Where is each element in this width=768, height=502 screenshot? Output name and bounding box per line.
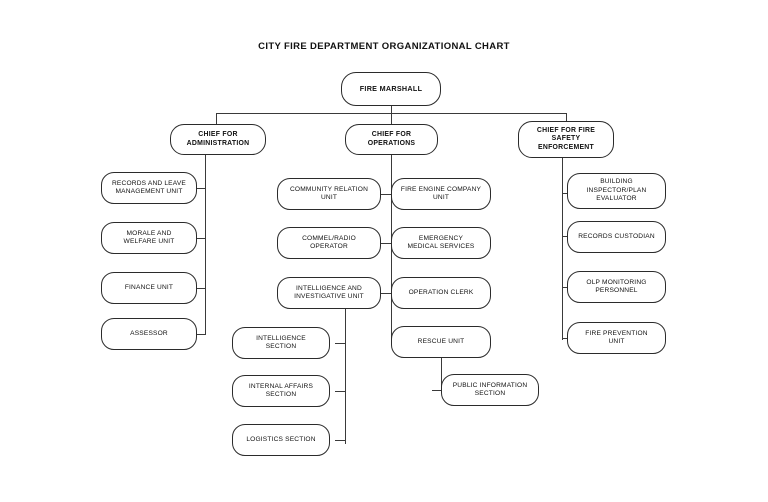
page-title: CITY FIRE DEPARTMENT ORGANIZATIONAL CHAR… [258, 41, 510, 52]
node-label: EMERGENCY MEDICAL SERVICES [407, 234, 475, 250]
connector-firesafety-spine [562, 158, 563, 340]
connector-admin-spine [205, 153, 206, 335]
node-records-custodian[interactable]: RECORDS CUSTODIAN [567, 221, 666, 253]
node-olp-monitoring-personnel[interactable]: OLP MONITORING PERSONNEL [567, 271, 666, 303]
connector-admin-stub-2 [196, 238, 206, 239]
node-label: PUBLIC INFORMATION SECTION [452, 381, 528, 397]
node-label: MORALE AND WELFARE UNIT [123, 229, 175, 245]
node-label: INTELLIGENCE SECTION [256, 334, 306, 350]
node-label: CHIEF FOR ADMINISTRATION [186, 131, 250, 147]
connector-rescue-stub [432, 390, 442, 391]
connector-intelligence-spine [345, 309, 346, 444]
node-chief-operations[interactable]: CHIEF FOR OPERATIONS [345, 124, 438, 155]
node-building-inspector-plan-evaluator[interactable]: BUILDING INSPECTOR/PLAN EVALUATOR [567, 173, 666, 209]
connector-intelligence-stub-3 [335, 440, 346, 441]
node-label: FIRE MARSHALL [359, 83, 423, 93]
connector-admin-stub-1 [196, 188, 206, 189]
node-label: RESCUE UNIT [417, 337, 465, 345]
connector-rescue-spine [441, 358, 442, 390]
connector-intelligence-stub-2 [335, 391, 346, 392]
node-chief-fire-safety-enforcement[interactable]: CHIEF FOR FIRE SAFETY ENFORCEMENT [518, 121, 614, 158]
node-label: INTELLIGENCE AND INVESTIGATIVE UNIT [294, 284, 364, 300]
node-logistics-section[interactable]: LOGISTICS SECTION [232, 424, 330, 456]
node-community-relation-unit[interactable]: COMMUNITY RELATION UNIT [277, 178, 381, 210]
node-label: BUILDING INSPECTOR/PLAN EVALUATOR [586, 178, 647, 203]
node-intelligence-and-investigative-unit[interactable]: INTELLIGENCE AND INVESTIGATIVE UNIT [277, 277, 381, 309]
node-label: FINANCE UNIT [124, 283, 174, 291]
node-label: INTERNAL AFFAIRS SECTION [248, 382, 314, 398]
node-fire-marshall[interactable]: FIRE MARSHALL [341, 72, 441, 106]
node-label: CHIEF FOR OPERATIONS [367, 131, 416, 147]
node-operation-clerk[interactable]: OPERATION CLERK [391, 277, 491, 309]
node-label: CHIEF FOR FIRE SAFETY ENFORCEMENT [536, 127, 596, 151]
node-finance-unit[interactable]: FINANCE UNIT [101, 272, 197, 304]
node-intelligence-section[interactable]: INTELLIGENCE SECTION [232, 327, 330, 359]
node-label: OLP MONITORING PERSONNEL [586, 278, 647, 294]
connector-bus-to-chief-admin [216, 113, 217, 126]
node-fire-engine-company-unit[interactable]: FIRE ENGINE COMPANY UNIT [391, 178, 491, 210]
node-morale-and-welfare-unit[interactable]: MORALE AND WELFARE UNIT [101, 222, 197, 254]
connector-admin-stub-3 [196, 288, 206, 289]
node-records-and-leave-management-unit[interactable]: RECORDS AND LEAVE MANAGEMENT UNIT [101, 172, 197, 204]
node-label: COMMUNITY RELATION UNIT [289, 185, 369, 201]
node-rescue-unit[interactable]: RESCUE UNIT [391, 326, 491, 358]
node-public-information-section[interactable]: PUBLIC INFORMATION SECTION [441, 374, 539, 406]
connector-bus-to-chief-fire-safety [566, 113, 567, 126]
connector-intelligence-stub-1 [335, 343, 346, 344]
node-label: RECORDS AND LEAVE MANAGEMENT UNIT [111, 179, 187, 195]
node-fire-prevention-unit[interactable]: FIRE PREVENTION UNIT [567, 322, 666, 354]
node-chief-administration[interactable]: CHIEF FOR ADMINISTRATION [170, 124, 266, 155]
connector-admin-stub-4 [196, 334, 206, 335]
connector-ops-stub-left-3 [380, 293, 392, 294]
node-assessor[interactable]: ASSESSOR [101, 318, 197, 350]
connector-level1-bus [216, 113, 566, 114]
node-internal-affairs-section[interactable]: INTERNAL AFFAIRS SECTION [232, 375, 330, 407]
node-label: FIRE PREVENTION UNIT [585, 329, 648, 345]
node-label: COMMEL/RADIO OPERATOR [302, 234, 356, 250]
connector-marshall-stem [391, 105, 392, 129]
node-label: OPERATION CLERK [408, 288, 474, 296]
node-emergency-medical-services[interactable]: EMERGENCY MEDICAL SERVICES [391, 227, 491, 259]
node-commel-radio-operator[interactable]: COMMEL/RADIO OPERATOR [277, 227, 381, 259]
node-label: LOGISTICS SECTION [246, 435, 316, 443]
node-label: ASSESSOR [130, 329, 168, 337]
node-label: RECORDS CUSTODIAN [578, 232, 655, 240]
connector-ops-stub-left-1 [380, 194, 392, 195]
connector-ops-stub-left-2 [380, 243, 392, 244]
node-label: FIRE ENGINE COMPANY UNIT [400, 185, 482, 201]
